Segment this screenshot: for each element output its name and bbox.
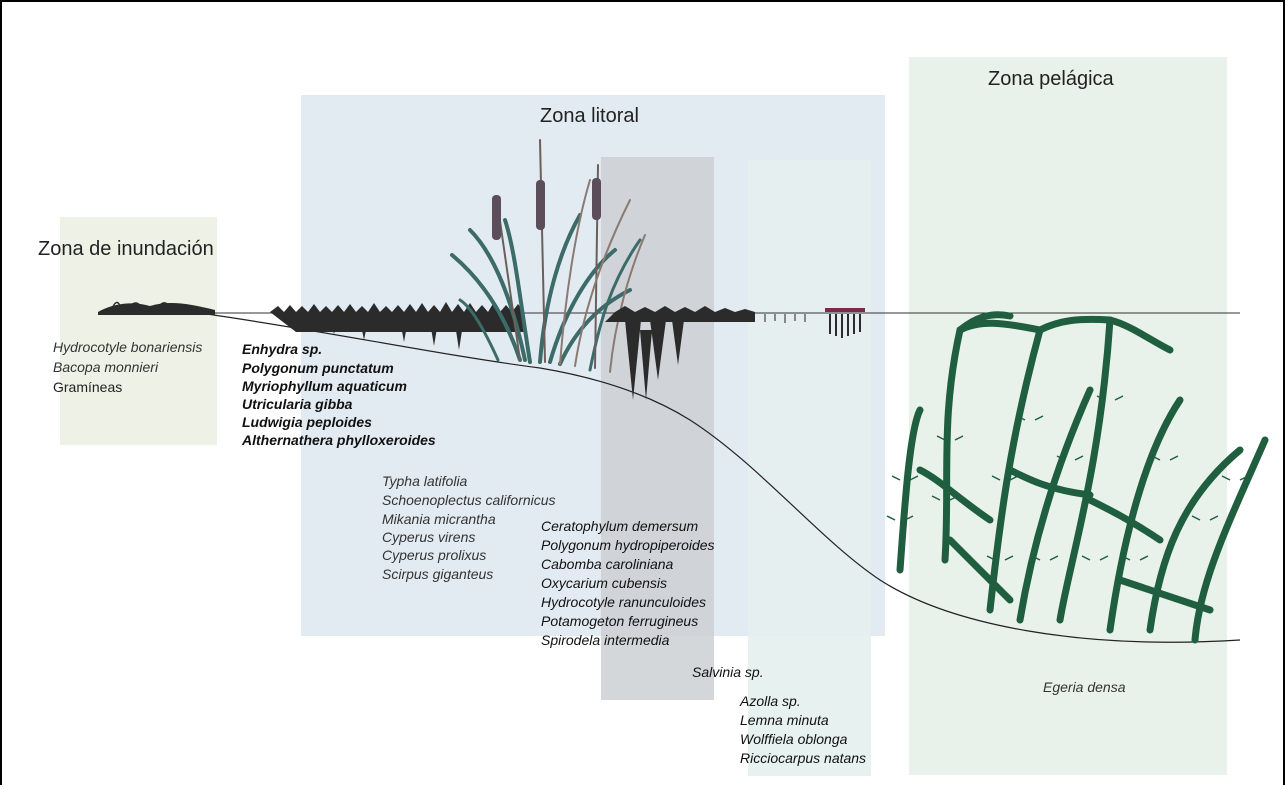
species-item: Hydrocotyle bonariensis xyxy=(53,339,202,355)
salvinia-label: Salvinia sp. xyxy=(692,664,764,680)
species-item: Azolla sp. xyxy=(739,693,801,709)
species-item: Oxycarium cubensis xyxy=(541,575,667,591)
species-item: Cyperus virens xyxy=(382,529,475,545)
species-item: Cyperus prolixus xyxy=(382,547,486,563)
egeria-label: Egeria densa xyxy=(1043,679,1126,695)
species-item: Utricularia gibba xyxy=(242,396,353,412)
pelagic-zone-band xyxy=(909,57,1227,775)
species-item: Wolffiela oblonga xyxy=(740,731,848,747)
species-item: Polygonum punctatum xyxy=(242,360,394,376)
species-item: Polygonum hydropiperoides xyxy=(541,537,715,553)
species-item: Schoenoplectus californicus xyxy=(382,492,556,508)
species-item: Mikania micrantha xyxy=(382,511,496,527)
pelagic-zone-title: Zona pelágica xyxy=(988,68,1115,90)
free-floating-band xyxy=(748,160,871,776)
species-item: Myriophyllum aquaticum xyxy=(242,378,407,394)
species-item: Althernathera phylloxeroides xyxy=(241,432,436,448)
species-item: Cabomba caroliniana xyxy=(541,556,674,572)
species-item: Bacopa monnieri xyxy=(53,359,159,375)
flood-zone-title: Zona de inundación xyxy=(38,238,214,260)
species-item: Spirodela intermedia xyxy=(541,632,670,648)
species-item: Ludwigia peploides xyxy=(242,414,372,430)
species-item: Lemna minuta xyxy=(740,712,829,728)
littoral-zone-title: Zona litoral xyxy=(540,105,639,127)
species-item: Ceratophylum demersum xyxy=(541,518,699,534)
species-item: Hydrocotyle ranunculoides xyxy=(541,594,706,610)
species-item: Ricciocarpus natans xyxy=(740,750,866,766)
species-item: Enhydra sp. xyxy=(242,341,322,357)
species-item: Potamogeton ferrugineus xyxy=(541,613,698,629)
species-item: Typha latifolia xyxy=(382,473,468,489)
species-item: Gramíneas xyxy=(53,379,122,395)
species-item: Scirpus giganteus xyxy=(382,566,493,582)
